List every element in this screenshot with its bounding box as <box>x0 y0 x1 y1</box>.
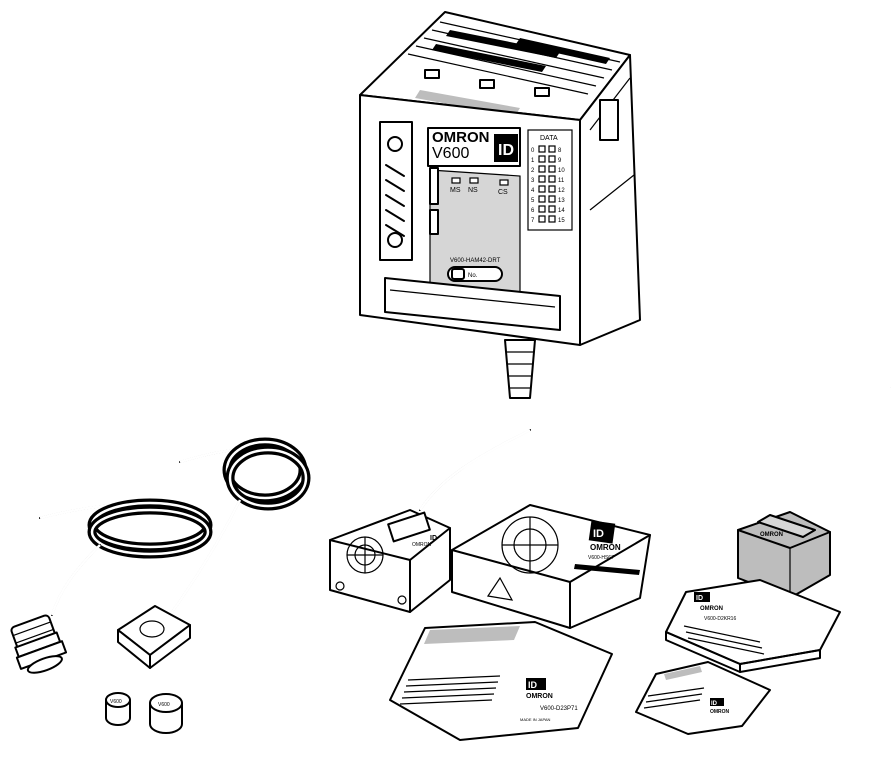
unit-name-label: V600-HAM42-DRT <box>450 258 501 264</box>
card-right-model: V600-D2KR16 <box>704 616 736 622</box>
card-large-brand: OMRON <box>526 693 553 700</box>
led-ms-label: MS <box>450 187 461 194</box>
card-right-badge: ID <box>696 595 703 602</box>
card-large-note: MADE IN JAPAN <box>520 717 550 722</box>
card-right: ID OMRON V600-D2KR16 <box>665 579 841 673</box>
coin-tag-2-text: V600 <box>158 702 170 708</box>
data-led <box>548 155 556 163</box>
data-led <box>538 175 546 183</box>
led-ns-label: NS <box>468 187 478 194</box>
data-led <box>548 165 556 173</box>
card-large: ID OMRON V600-D23P71 MADE IN JAPAN <box>389 621 613 741</box>
coin-tag-1: V600 <box>105 692 131 726</box>
reader-head-small-brand: OMRON <box>412 542 432 548</box>
data-led-number-right: 9 <box>558 158 562 164</box>
card-right-brand: OMRON <box>700 606 723 612</box>
tag-black-brand: OMRON <box>760 532 783 538</box>
id-badge-text: ID <box>498 142 514 159</box>
data-led <box>548 205 556 213</box>
data-led-number-left: 7 <box>531 218 535 224</box>
card-small-badge: ID <box>711 701 718 707</box>
data-led-panel: DATA 0 8 1 9 2 10 3 11 4 12 5 13 6 14 7 15 <box>527 129 573 231</box>
data-led-number-right: 10 <box>558 168 565 174</box>
id-badge <box>494 134 518 162</box>
coin-tag-1-text: V600 <box>110 699 122 705</box>
data-led-number-left: 4 <box>531 188 535 194</box>
data-led <box>548 185 556 193</box>
reader-head-large-brand: OMRON <box>590 543 621 552</box>
data-label: DATA <box>540 135 558 142</box>
data-led <box>538 185 546 193</box>
reader-head-small-badge: ID <box>430 535 437 542</box>
data-led-number-left: 2 <box>531 168 535 174</box>
data-led <box>548 195 556 203</box>
data-led-number-left: 0 <box>531 148 535 154</box>
data-led <box>548 175 556 183</box>
node-switch: No. <box>447 266 503 282</box>
data-led <box>538 195 546 203</box>
card-small: ID OMRON <box>635 661 771 735</box>
data-led <box>538 165 546 173</box>
led-cs-label: CS <box>498 189 508 196</box>
data-led-number-left: 3 <box>531 178 535 184</box>
cylindrical-sensor <box>10 498 213 674</box>
square-sensor <box>117 437 311 669</box>
tag-black: OMRON <box>737 511 831 599</box>
data-led <box>538 145 546 153</box>
data-led-number-left: 5 <box>531 198 535 204</box>
card-small-brand: OMRON <box>710 709 730 715</box>
data-led <box>548 145 556 153</box>
coin-tags: V600 V600 <box>105 692 183 734</box>
switch-label: No. <box>468 273 478 279</box>
data-led <box>538 215 546 223</box>
reader-head-large: ID OMRON V600-HS67 <box>451 504 651 629</box>
reader-head-large-model: V600-HS67 <box>588 555 614 561</box>
data-led-number-right: 13 <box>558 198 565 204</box>
data-led-number-right: 15 <box>558 218 565 224</box>
data-led-number-right: 12 <box>558 188 565 194</box>
data-led-number-left: 1 <box>531 158 535 164</box>
reader-head-large-badge: ID <box>593 528 604 540</box>
coin-tag-2: V600 <box>149 693 183 734</box>
status-leds: MS NS CS <box>450 177 509 196</box>
controller-unit: OMRON V600 ID MS NS CS V600-HAM42-DRT No… <box>359 11 891 432</box>
controller-model: V600 <box>432 145 469 162</box>
data-led <box>538 155 546 163</box>
data-led <box>548 215 556 223</box>
data-led <box>538 205 546 213</box>
terminal-block <box>379 121 413 261</box>
data-led-number-right: 11 <box>558 178 565 184</box>
card-large-model: V600-D23P71 <box>540 706 578 712</box>
reader-head-small: OMRON ID <box>329 428 531 613</box>
controller-brand: OMRON <box>432 129 490 146</box>
data-led-number-right: 8 <box>558 148 562 154</box>
cable-strain-relief <box>504 339 536 399</box>
data-led-number-left: 6 <box>531 208 535 214</box>
data-led-number-right: 14 <box>558 208 565 214</box>
card-large-badge: ID <box>528 680 538 690</box>
